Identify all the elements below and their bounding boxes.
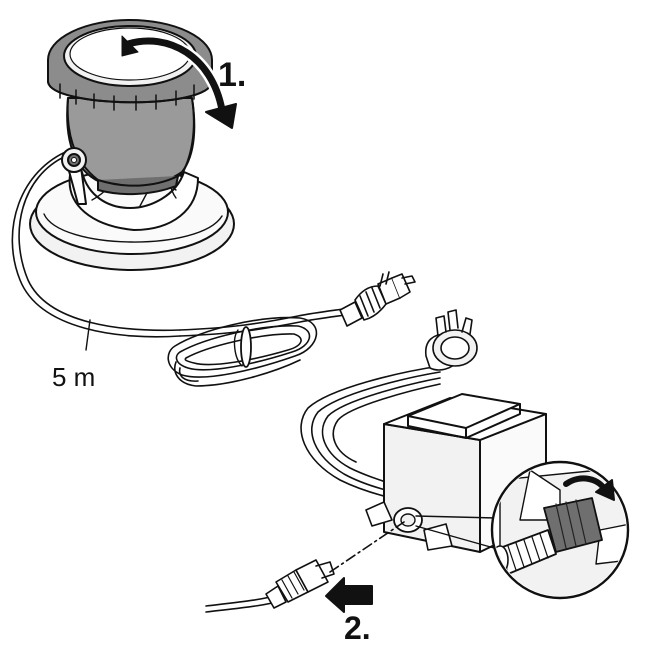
lamp-cable bbox=[11, 149, 353, 338]
zoom-detail bbox=[490, 460, 630, 600]
rotate-arrow-icon bbox=[121, 35, 237, 129]
cable-length-label: 5 m bbox=[52, 362, 96, 392]
transformer-plug bbox=[424, 309, 478, 371]
plug-connector bbox=[205, 559, 335, 613]
length-marker bbox=[85, 319, 91, 351]
pond-lamp bbox=[29, 19, 235, 271]
cable-coil bbox=[167, 316, 318, 387]
rotate-small-arrow-icon bbox=[563, 475, 615, 501]
push-arrow-icon bbox=[325, 577, 373, 613]
step-2-label: 2. bbox=[344, 610, 371, 646]
alignment-line bbox=[329, 521, 405, 573]
step-1-label: 1. bbox=[218, 56, 247, 94]
transformer bbox=[365, 393, 547, 553]
zoom-callout-lines bbox=[415, 515, 497, 549]
transformer-cable bbox=[300, 365, 441, 501]
lamp-plug bbox=[339, 271, 416, 327]
